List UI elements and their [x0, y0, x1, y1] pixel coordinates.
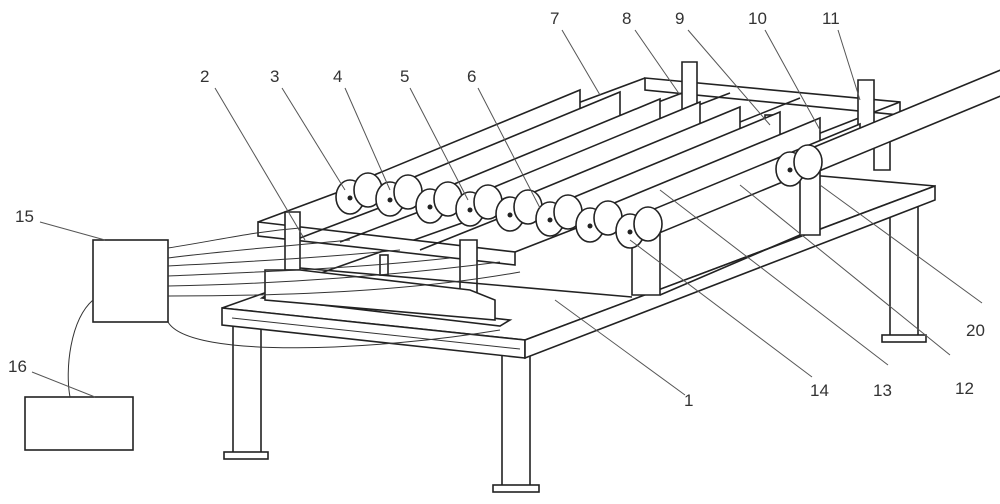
- roller-hub: [348, 196, 353, 201]
- label-20: 20: [966, 321, 985, 340]
- label-14: 14: [810, 381, 829, 400]
- roller-disc: [634, 207, 662, 241]
- label-11: 11: [822, 9, 840, 28]
- roller-hub: [548, 218, 553, 223]
- control-box-15: [93, 240, 168, 322]
- label-2: 2: [200, 67, 209, 86]
- label-6: 6: [467, 67, 476, 86]
- roller-hub: [588, 224, 593, 229]
- label-7: 7: [550, 9, 559, 28]
- roller-hub: [388, 198, 393, 203]
- roller-hub: [468, 208, 473, 213]
- roller-hub: [428, 205, 433, 210]
- roller-hub: [788, 168, 793, 173]
- roller-hub: [628, 230, 633, 235]
- label-13: 13: [873, 381, 892, 400]
- label-8: 8: [622, 9, 631, 28]
- label-1: 1: [684, 391, 693, 410]
- label-3: 3: [270, 67, 279, 86]
- label-10: 10: [748, 9, 767, 28]
- label-16: 16: [8, 357, 27, 376]
- box-16: [25, 397, 133, 450]
- label-15: 15: [15, 207, 34, 226]
- roller-hub: [508, 213, 513, 218]
- label-9: 9: [675, 9, 684, 28]
- roller-disc: [794, 145, 822, 179]
- label-4: 4: [333, 67, 342, 86]
- label-12: 12: [955, 379, 974, 398]
- label-5: 5: [400, 67, 409, 86]
